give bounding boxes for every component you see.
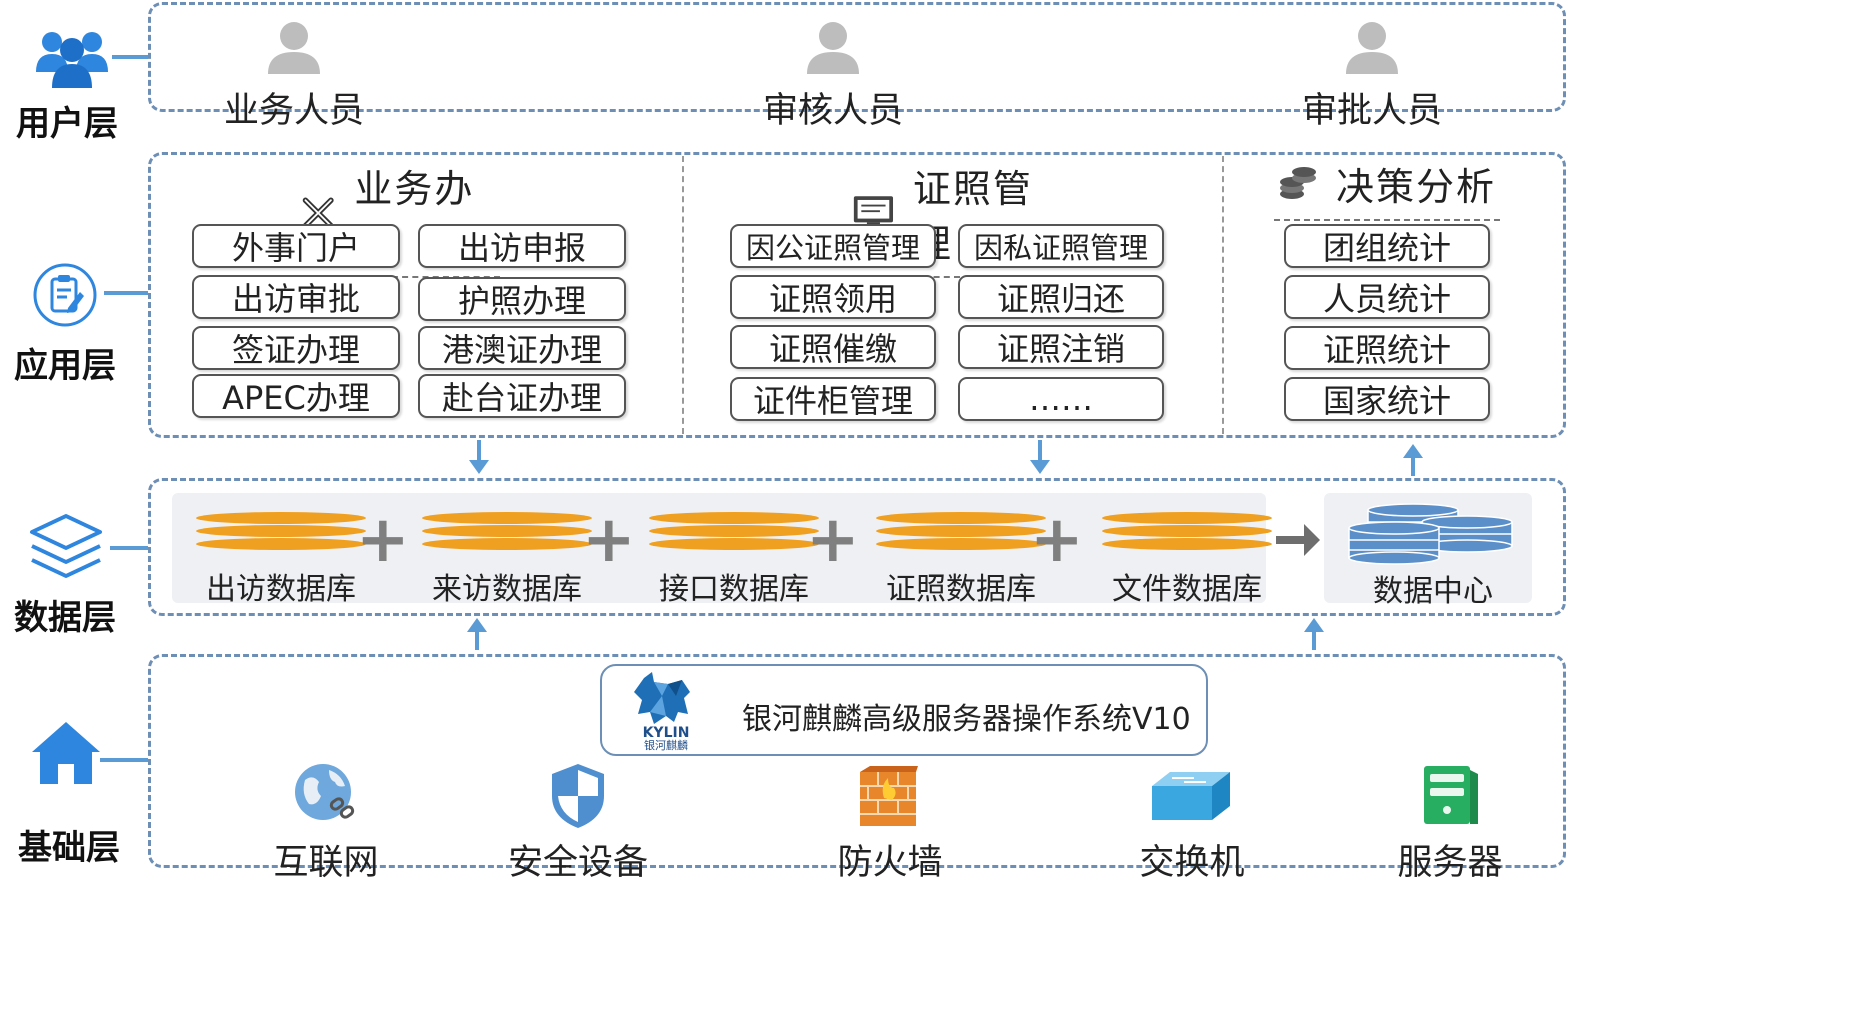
arrow-down-business xyxy=(477,440,481,462)
arrow-down-business-head xyxy=(469,460,489,474)
infra-name: 互联网 xyxy=(273,843,379,883)
db-label: 证照数据库 xyxy=(886,572,1036,607)
btn-cert-cancel[interactable]: 证照注销 xyxy=(958,325,1164,369)
users-group-icon xyxy=(32,22,112,92)
btn-taiwan-permit[interactable]: 赴台证办理 xyxy=(418,374,626,418)
server-icon xyxy=(1424,766,1478,824)
btn-cabinet[interactable]: 证件柜管理 xyxy=(730,377,936,421)
app-layer-label: 应用层 xyxy=(14,346,116,386)
btn-hk-macau-permit[interactable]: 港澳证办理 xyxy=(418,326,626,370)
btn-cert-stats[interactable]: 证照统计 xyxy=(1284,326,1490,370)
arrow-up-right xyxy=(1312,630,1316,650)
section-title-text: 决策分析 xyxy=(1335,165,1496,209)
db-label: 来访数据库 xyxy=(432,572,582,607)
user-reviewer: 审核人员 xyxy=(683,18,983,133)
arrow-up-left-head xyxy=(467,618,487,632)
app-divider-2 xyxy=(1222,156,1224,434)
user-name: 审批人员 xyxy=(1301,91,1442,131)
app-layer-connector xyxy=(104,291,148,295)
os-panel xyxy=(600,664,1208,756)
layers-stack-icon xyxy=(28,512,104,582)
infra-name: 防火墙 xyxy=(837,843,943,883)
btn-visit-declaration[interactable]: 出访申报 xyxy=(418,224,626,268)
user-name: 审核人员 xyxy=(762,91,903,131)
btn-passport[interactable]: 护照办理 xyxy=(418,277,626,321)
infra-name: 服务器 xyxy=(1397,843,1503,883)
cross-arrows-icon xyxy=(302,197,334,229)
btn-cert-urge[interactable]: 证照催缴 xyxy=(730,325,936,369)
person-icon xyxy=(1346,22,1398,74)
btn-private-cert[interactable]: 因私证照管理 xyxy=(958,224,1164,268)
os-label: 银河麒麟高级服务器操作系统V10 xyxy=(742,702,1191,737)
base-layer-connector xyxy=(100,758,148,762)
btn-cert-collect[interactable]: 证照领用 xyxy=(730,275,936,319)
app-divider-1 xyxy=(682,156,684,434)
arrow-up-right-head xyxy=(1304,618,1324,632)
kylin-logo-text: KYLIN xyxy=(642,725,690,741)
user-layer-label: 用户层 xyxy=(16,104,118,144)
btn-country-stats[interactable]: 国家统计 xyxy=(1284,377,1490,421)
btn-foreign-portal[interactable]: 外事门户 xyxy=(192,224,400,268)
base-layer-box xyxy=(148,654,1566,868)
plus-sign: + xyxy=(1030,503,1084,577)
btn-visa[interactable]: 签证办理 xyxy=(192,326,400,370)
user-name: 业务人员 xyxy=(223,91,364,131)
user-business-staff: 业务人员 xyxy=(144,18,444,133)
kylin-logo-subtext: 银河麒麟 xyxy=(644,739,688,752)
btn-official-cert[interactable]: 因公证照管理 xyxy=(730,224,936,268)
data-layer-label: 数据层 xyxy=(14,598,116,638)
infra-name: 安全设备 xyxy=(507,843,648,883)
shield-icon xyxy=(552,764,604,828)
decision-section-title: 决策分析 xyxy=(1274,156,1500,221)
datacenter-icon xyxy=(1346,502,1516,568)
app-layer-box xyxy=(148,152,1566,438)
clipboard-icon xyxy=(32,262,98,328)
user-approver: 审批人员 xyxy=(1222,18,1522,133)
data-layer-box xyxy=(148,478,1566,616)
person-icon xyxy=(268,22,320,74)
arrow-up-decision xyxy=(1411,456,1415,476)
user-layer-connector xyxy=(112,55,148,59)
user-layer-box xyxy=(148,2,1566,112)
btn-apec[interactable]: APEC办理 xyxy=(192,374,400,418)
db-label: 文件数据库 xyxy=(1112,572,1262,607)
arrow-up-decision-head xyxy=(1403,444,1423,458)
btn-more[interactable]: …… xyxy=(958,377,1164,421)
switch-icon xyxy=(1152,772,1230,820)
arrow-up-left xyxy=(475,630,479,650)
coins-stack-icon xyxy=(1279,166,1316,199)
db-label: 出访数据库 xyxy=(206,572,356,607)
person-icon xyxy=(807,22,859,74)
house-icon xyxy=(30,718,102,786)
infra-name: 交换机 xyxy=(1139,843,1245,883)
arrow-down-certificate-head xyxy=(1030,460,1050,474)
firewall-icon xyxy=(860,766,918,826)
plus-sign: + xyxy=(582,503,636,577)
btn-person-stats[interactable]: 人员统计 xyxy=(1284,275,1490,319)
db-label: 接口数据库 xyxy=(659,572,809,607)
arrow-down-certificate xyxy=(1038,440,1042,462)
plus-sign: + xyxy=(806,503,860,577)
plus-sign: + xyxy=(356,503,410,577)
data-layer-connector xyxy=(110,546,148,550)
btn-visit-approval[interactable]: 出访审批 xyxy=(192,275,400,319)
base-layer-label: 基础层 xyxy=(18,828,120,868)
kylin-logo: KYLIN 银河麒麟 xyxy=(630,670,702,754)
datacenter-label: 数据中心 xyxy=(1373,574,1493,609)
arrow-right-icon xyxy=(1274,520,1322,560)
btn-group-stats[interactable]: 团组统计 xyxy=(1284,224,1490,268)
globe-icon xyxy=(295,764,355,820)
btn-cert-return[interactable]: 证照归还 xyxy=(958,275,1164,319)
